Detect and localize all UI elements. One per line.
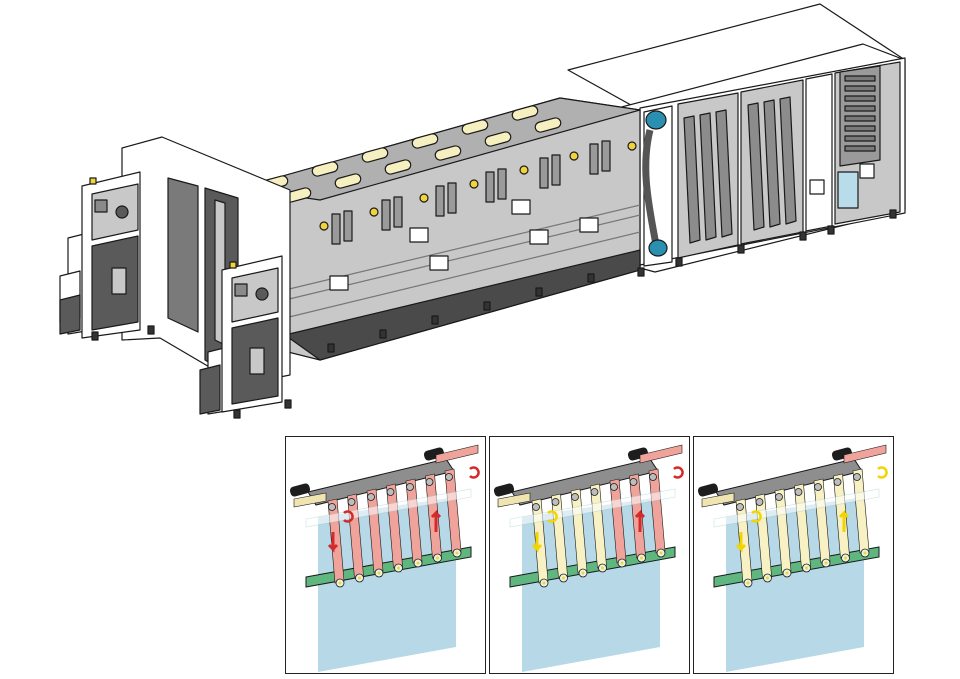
liquid-surface [305, 488, 472, 528]
rotation-arrow-icon [547, 510, 558, 523]
upper-roller [610, 483, 618, 491]
upper-roller [367, 493, 375, 501]
upper-roller [406, 483, 414, 491]
arrow-up-icon [634, 509, 646, 532]
rotation-arrow-icon [469, 466, 480, 479]
roller-hub [455, 551, 459, 555]
liquid-surface [509, 488, 676, 528]
process-panel-1 [285, 436, 486, 674]
upper-roller [551, 498, 560, 506]
roller-hub [338, 581, 342, 585]
junction-box [809, 179, 825, 195]
roller-hub [785, 571, 789, 575]
upper-roller [590, 488, 599, 496]
machine-illustration [59, 3, 906, 419]
roller-hub [436, 556, 439, 560]
upper-roller [445, 473, 453, 481]
yellow-roll-ends [319, 141, 637, 231]
roller-hub [746, 581, 750, 585]
junction-box [859, 163, 875, 179]
arrow-down-icon [735, 532, 747, 553]
roller-hub [601, 566, 604, 570]
process-panel-2 [489, 436, 690, 674]
web-loop [648, 468, 666, 554]
web-loop [852, 468, 870, 554]
roller-hub [620, 561, 624, 565]
water-tank [837, 171, 859, 209]
roller-hub [542, 581, 546, 585]
drive-motor-icon [493, 483, 515, 497]
machine-feet [91, 209, 897, 419]
roller-hub [358, 576, 361, 580]
upper-roller [347, 498, 356, 506]
cream-rolls [261, 105, 562, 203]
upper-roller [775, 493, 783, 501]
web-exit [843, 444, 887, 464]
arrow-up-icon [430, 509, 442, 532]
roller-hub [659, 551, 663, 555]
control-station-2 [199, 255, 283, 415]
control-station-1 [59, 171, 141, 339]
process-panel-3 [693, 436, 894, 674]
web-loop [444, 468, 462, 554]
arrow-down-icon [327, 532, 339, 553]
roller-hub [581, 571, 585, 575]
upper-roller [532, 503, 540, 511]
drive-motor-icon [697, 483, 719, 497]
rotation-arrow-icon [343, 510, 354, 523]
roller-hub [766, 576, 769, 580]
roller-hub [640, 556, 643, 560]
web-feed [293, 492, 327, 508]
web-feed [497, 492, 531, 508]
rotation-arrow-icon [751, 510, 762, 523]
rotation-arrow-icon [673, 466, 684, 479]
rotation-arrow-icon [877, 466, 888, 479]
roller-hub [863, 551, 867, 555]
upper-roller [328, 503, 336, 511]
upper-roller [425, 478, 434, 486]
upper-roller [736, 503, 744, 511]
pumps [331, 140, 611, 245]
roller-hub [377, 571, 381, 575]
upper-roller [833, 478, 842, 486]
upper-roller [386, 488, 395, 496]
dryer-hangers [683, 96, 797, 244]
web-feed [701, 492, 735, 508]
rack-slots [844, 75, 876, 152]
upper-roller [629, 478, 638, 486]
upper-roller [649, 473, 657, 481]
upper-roller [571, 493, 579, 501]
roller-hub [416, 561, 420, 565]
web-exit [639, 444, 683, 464]
upper-roller [755, 498, 764, 506]
roller-hub [397, 566, 400, 570]
upper-roller [814, 483, 822, 491]
blower [642, 110, 668, 257]
web-diagram [289, 444, 480, 672]
web-diagram [697, 444, 888, 672]
roller-hub [844, 556, 847, 560]
drive-motor-icon [289, 483, 311, 497]
roller-hub [562, 576, 565, 580]
roller-hub [805, 566, 808, 570]
arrow-down-icon [531, 532, 543, 553]
upper-roller [794, 488, 803, 496]
roller-hub [824, 561, 828, 565]
liquid-surface [713, 488, 880, 528]
web-exit [435, 444, 479, 464]
web-diagram [493, 444, 684, 672]
upper-roller [853, 473, 861, 481]
motor-boxes [329, 199, 599, 291]
arrow-up-icon [838, 509, 850, 532]
